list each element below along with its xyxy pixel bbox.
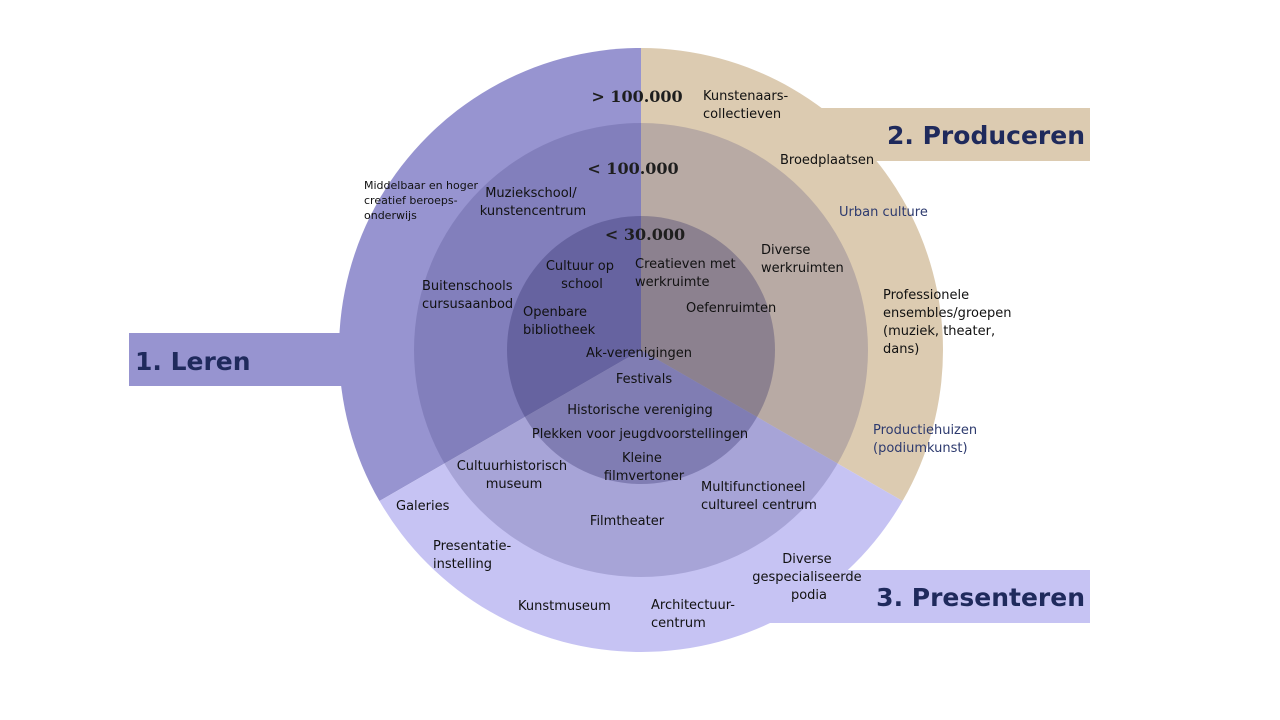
- label-multifunctioneel: Multifunctioneel cultureel centrum: [701, 480, 817, 513]
- leren-banner: [129, 333, 359, 386]
- leren-sector: [338, 48, 641, 501]
- threshold-middle: < 100.000: [587, 159, 678, 178]
- label-cultuur-op-school: Cultuur op school: [546, 259, 618, 292]
- label-presentatie: Presentatie- instelling: [433, 539, 515, 572]
- label-broedplaatsen: Broedplaatsen: [780, 153, 874, 168]
- label-kunstenaars: Kunstenaars- collectieven: [703, 89, 792, 122]
- label-urban-culture: Urban culture: [839, 205, 928, 220]
- label-kleine: Kleine filmvertoner: [604, 451, 685, 484]
- label-oefenruimten: Oefenruimten: [686, 301, 776, 316]
- inner-ring: [507, 216, 775, 484]
- produceren-title: 2. Produceren: [887, 121, 1085, 150]
- label-plekken: Plekken voor jeugdvoorstellingen: [532, 427, 748, 442]
- presenteren-title: 3. Presenteren: [876, 583, 1085, 612]
- label-muziekschool: Muziekschool/ kunstencentrum: [480, 186, 586, 219]
- label-ak-verenigingen: Ak-verenigingen: [586, 346, 692, 361]
- label-creatieven: Creatieven met werkruimte: [635, 257, 740, 290]
- label-middelbaar: Middelbaar en hoger creatief beroeps- on…: [364, 179, 482, 222]
- middle-ring: [414, 123, 868, 577]
- label-buitenschools: Buitenschools cursusaanbod: [422, 279, 517, 312]
- produceren-sector: [641, 47, 944, 501]
- label-galeries: Galeries: [396, 499, 450, 514]
- label-diverse-podia: Diverse gespecialiseerde podia: [752, 552, 866, 603]
- label-kunstmuseum: Kunstmuseum: [518, 599, 611, 614]
- label-architectuur: Architectuur- centrum: [651, 598, 739, 631]
- threshold-inner: < 30.000: [605, 225, 685, 244]
- label-historische: Historische vereniging: [567, 403, 712, 418]
- threshold-outer: > 100.000: [591, 87, 682, 106]
- label-cultuurhistorisch: Cultuurhistorisch museum: [457, 459, 572, 492]
- label-filmtheater: Filmtheater: [590, 514, 665, 529]
- label-professionele: Professionele ensembles/groepen (muziek,…: [883, 288, 1016, 357]
- presenteren-sector: [379, 350, 903, 653]
- label-openbare-bibliotheek: Openbare bibliotheek: [523, 305, 596, 338]
- label-diverse-werkruimten: Diverse werkruimten: [761, 243, 844, 276]
- label-festivals: Festivals: [616, 372, 673, 387]
- label-productiehuizen: Productiehuizen (podiumkunst): [873, 423, 981, 456]
- leren-title: 1. Leren: [135, 347, 251, 376]
